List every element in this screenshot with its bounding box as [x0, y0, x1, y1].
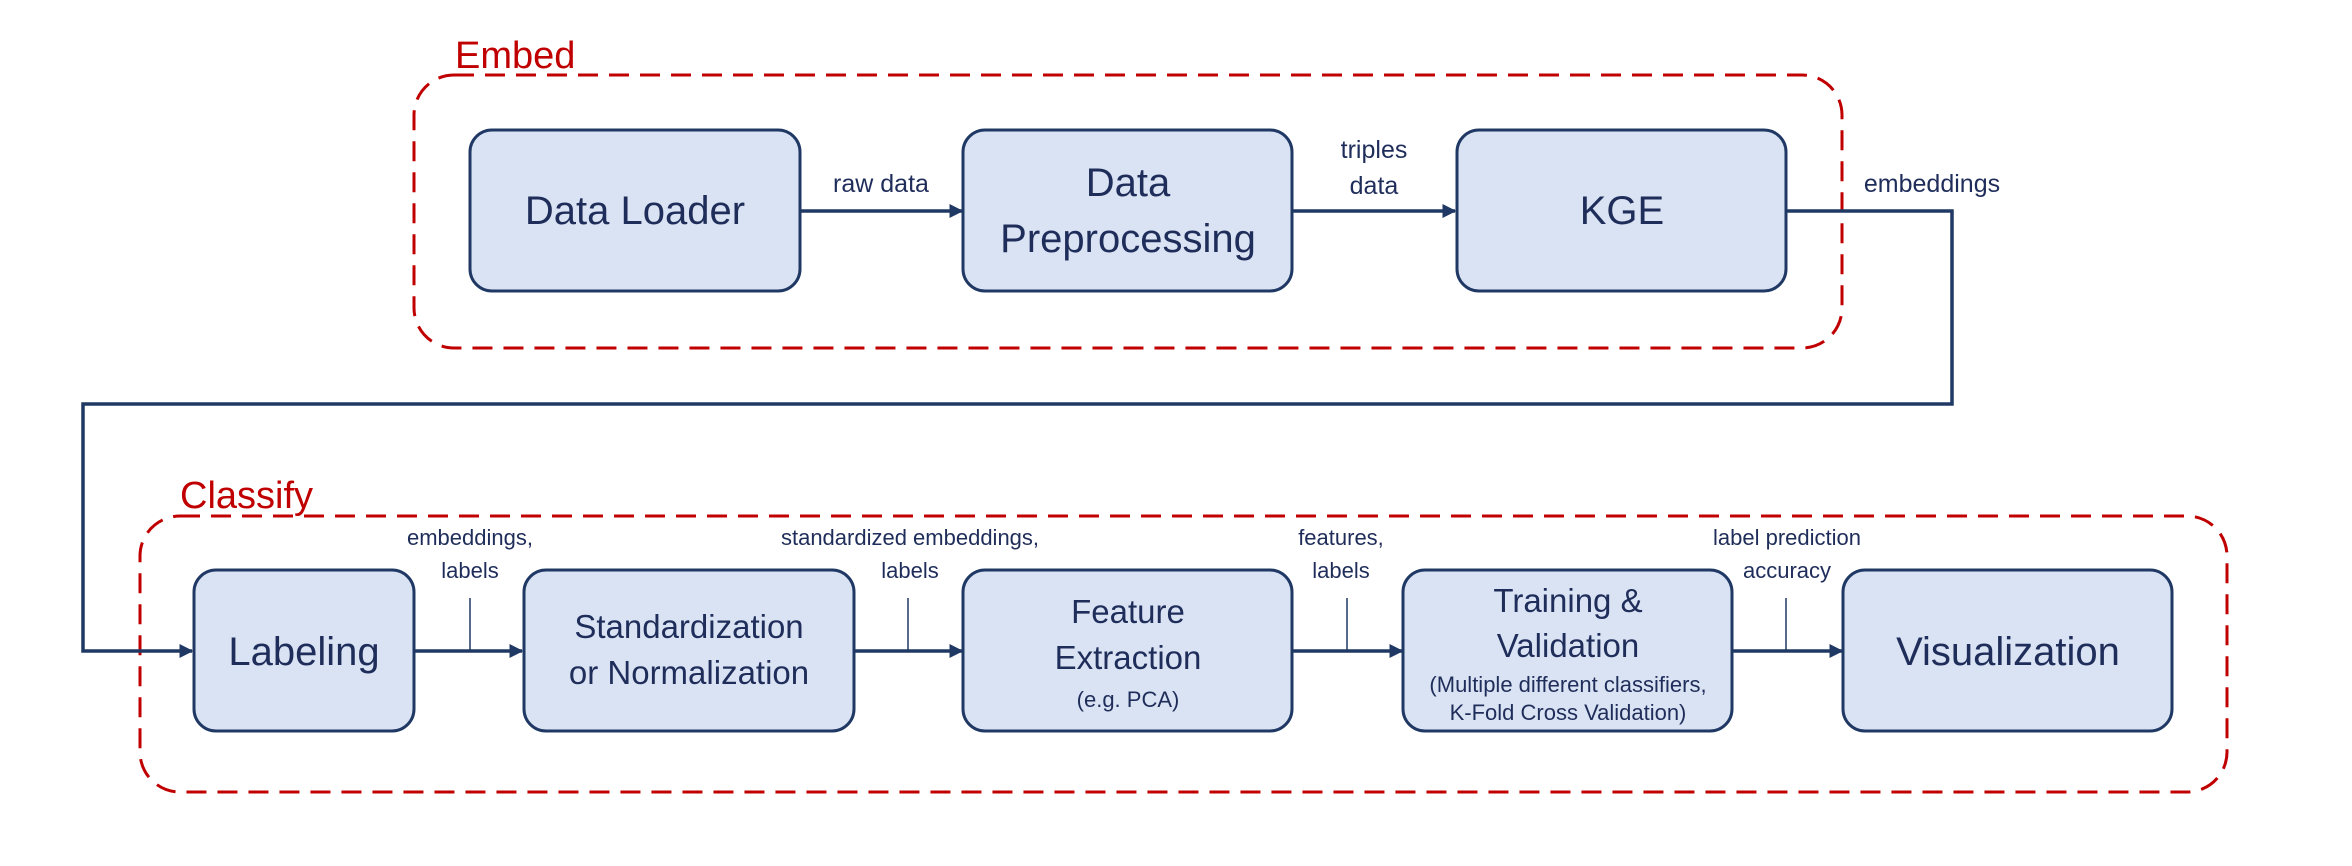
node-labeling: Labeling [192, 568, 416, 733]
classify-group-label: Classify [180, 475, 313, 517]
edge-label-labels-3: labels [1312, 558, 1369, 583]
node-visualization: Visualization [1841, 568, 2174, 733]
svg-text:Training &: Training & [1493, 582, 1642, 619]
svg-text:Preprocessing: Preprocessing [1000, 217, 1256, 261]
svg-text:KGE: KGE [1580, 189, 1664, 233]
edge-label-accuracy: accuracy [1743, 558, 1831, 583]
svg-text:Data: Data [1086, 161, 1171, 205]
svg-text:(Multiple different classifier: (Multiple different classifiers, [1429, 672, 1706, 697]
edge-label-raw-data: raw data [833, 170, 929, 198]
edge-label-embeddings-comma: embeddings, [407, 525, 533, 550]
edge-label-embeddings: embeddings [1864, 170, 2000, 198]
classify-group-frame [138, 514, 2229, 794]
edge-label-label-prediction: label prediction [1713, 525, 1861, 550]
svg-text:Feature: Feature [1071, 593, 1185, 630]
edge-label-triples: triples [1341, 136, 1408, 164]
svg-text:Visualization: Visualization [1896, 630, 2120, 674]
node-standardization: Standardization or Normalization [522, 568, 856, 733]
edge-kge-to-labeling [81, 209, 1954, 658]
svg-text:Extraction: Extraction [1055, 639, 1202, 676]
svg-text:Data Loader: Data Loader [525, 189, 745, 233]
svg-text:or Normalization: or Normalization [569, 654, 809, 691]
svg-text:Labeling: Labeling [228, 630, 379, 674]
node-feature-extraction: Feature Extraction (e.g. PCA) [961, 568, 1294, 733]
edge-label-standardized-embeddings: standardized embeddings, [781, 525, 1039, 550]
node-kge: KGE [1455, 128, 1788, 293]
edge-label-data: data [1350, 172, 1399, 200]
node-data-loader: Data Loader [468, 128, 802, 293]
node-training-validation: Training & Validation (Multiple differen… [1401, 568, 1734, 733]
svg-text:Validation: Validation [1497, 627, 1640, 664]
edge-label-labels-1: labels [441, 558, 498, 583]
node-data-preprocessing: Data Preprocessing [961, 128, 1294, 293]
svg-text:Standardization: Standardization [574, 608, 803, 645]
svg-text:K-Fold Cross Validation): K-Fold Cross Validation) [1450, 700, 1687, 725]
svg-text:(e.g. PCA): (e.g. PCA) [1077, 687, 1180, 712]
embed-group-label: Embed [455, 35, 575, 77]
edge-label-labels-2: labels [881, 558, 938, 583]
edge-label-features: features, [1298, 525, 1384, 550]
